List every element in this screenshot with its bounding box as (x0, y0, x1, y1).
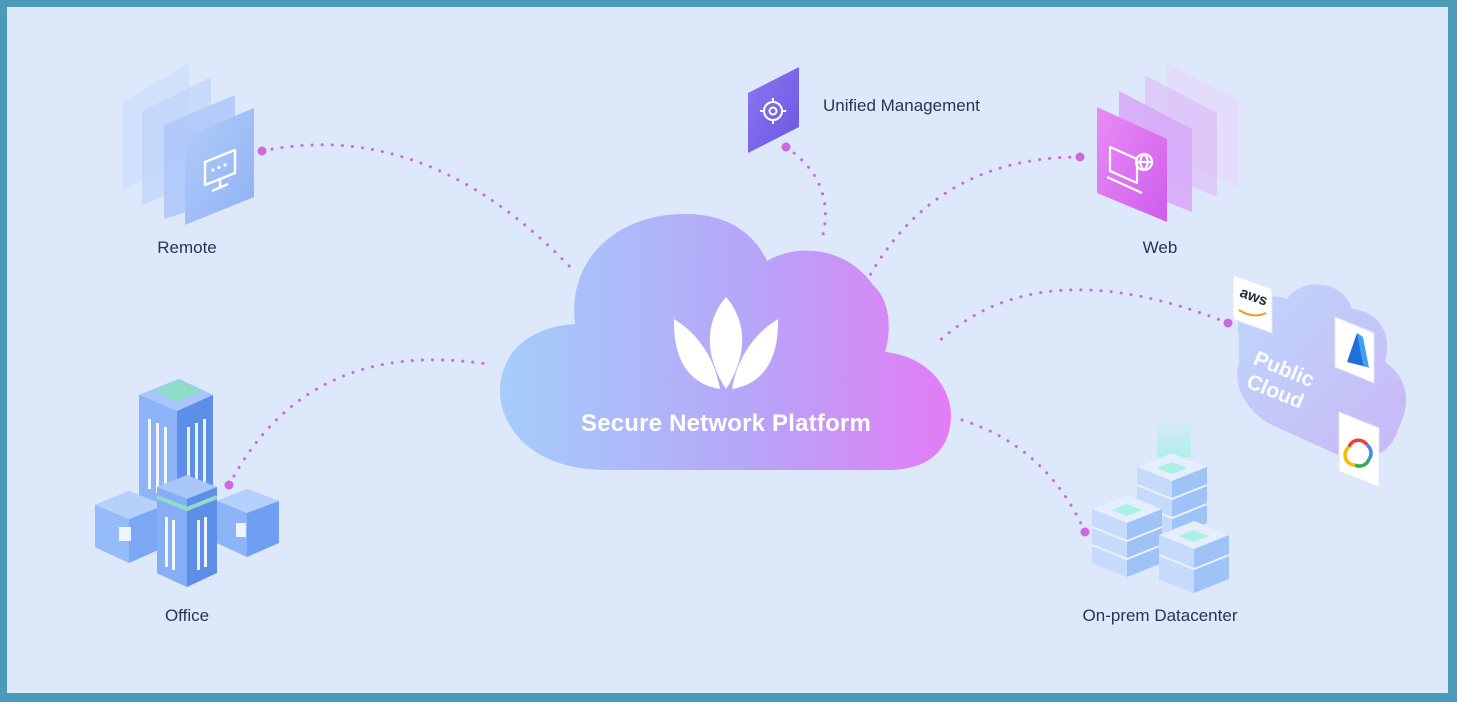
unified-management-label: Unified Management (823, 96, 980, 115)
connector-dot-web (1075, 152, 1085, 162)
office-building-icon (95, 379, 279, 587)
connector-remote (260, 143, 574, 271)
remote-icon (122, 63, 254, 225)
office-label: Office (164, 606, 210, 625)
monitor-icon (203, 148, 237, 193)
web-label: Web (1142, 238, 1178, 257)
connector-dot-datacenter (1080, 527, 1090, 537)
connector-datacenter (960, 418, 1087, 534)
datacenter-servers-icon (1091, 417, 1230, 593)
connector-dot-office (224, 480, 234, 490)
web-icon (1097, 63, 1239, 222)
server-stack-left (1091, 495, 1163, 577)
connector-dot-remote (257, 146, 267, 156)
connector-public-cloud (933, 288, 1230, 347)
diagram-canvas: aws (7, 7, 1448, 693)
remote-label: Remote (157, 238, 217, 257)
connector-office (227, 358, 489, 487)
platform-title: Secure Network Platform (580, 410, 872, 437)
server-stack-right (1158, 521, 1230, 593)
public-cloud-icon: aws (1232, 274, 1407, 488)
datacenter-label: On-prem Datacenter (1082, 606, 1238, 625)
diagram-svg: aws (95, 63, 1407, 593)
connector-dot-management (781, 142, 791, 152)
lotus-logo-icon (673, 297, 779, 389)
google-cloud-logo-icon (1338, 411, 1380, 488)
connector-dot-public-cloud (1223, 318, 1233, 328)
unified-management-icon (748, 67, 799, 153)
aws-logo-icon: aws (1232, 274, 1273, 334)
connector-management (784, 145, 827, 241)
connector-web (867, 155, 1082, 279)
azure-logo-icon (1334, 316, 1375, 384)
